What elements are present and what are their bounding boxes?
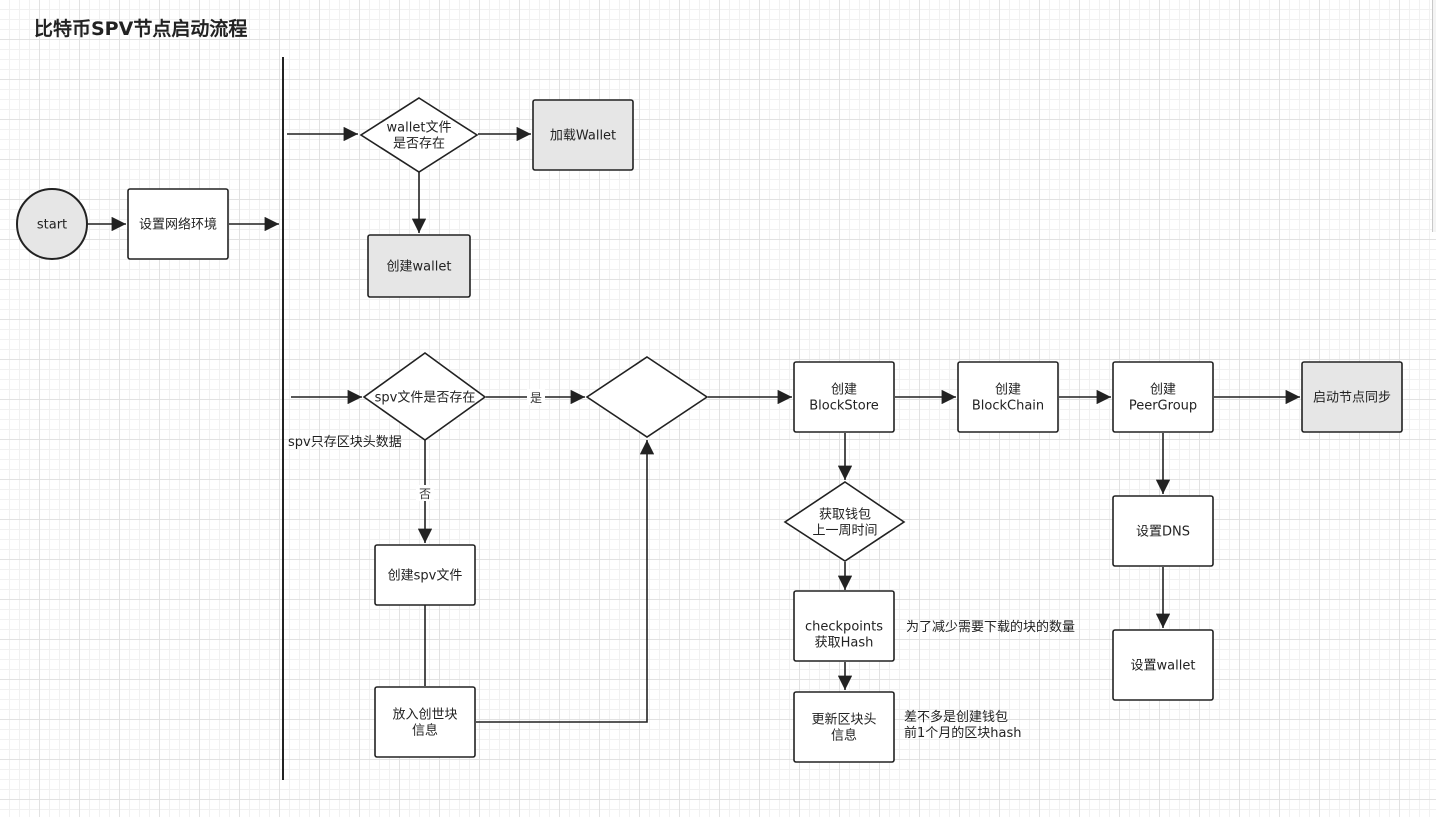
node-label-set-network: 设置网络环境 bbox=[139, 217, 217, 233]
node-label-line: 创建spv文件 bbox=[388, 569, 463, 584]
node-create-blockchain[interactable] bbox=[957, 361, 1059, 433]
node-label-line: 是否存在 bbox=[393, 137, 445, 152]
page-title: 比特币SPV节点启动流程 bbox=[34, 18, 248, 40]
edge-label-bg bbox=[527, 389, 545, 405]
node-label-line: 加载Wallet bbox=[550, 129, 616, 144]
node-label-line: 更新区块头 bbox=[811, 712, 876, 728]
node-label-line: 设置网络环境 bbox=[139, 217, 217, 233]
node-start[interactable] bbox=[16, 188, 88, 260]
node-label-line: 上一周时间 bbox=[812, 524, 877, 539]
node-spv-exists[interactable] bbox=[362, 352, 487, 441]
node-label-set-dns: 设置DNS bbox=[1136, 525, 1190, 540]
node-label-line: 获取钱包 bbox=[819, 508, 871, 523]
edge-genesis-to-decision bbox=[476, 440, 655, 723]
node-empty-decision[interactable] bbox=[585, 356, 709, 438]
node-wallet-exists[interactable] bbox=[359, 97, 479, 173]
node-label-line: wallet文件 bbox=[387, 121, 452, 136]
node-label-line: start bbox=[37, 218, 67, 233]
node-label-spv-exists: spv文件是否存在 bbox=[375, 391, 476, 406]
edge-label-yes: 是 bbox=[530, 391, 542, 405]
node-label-line: checkpoints bbox=[805, 620, 883, 635]
note-line: 为了减少需要下载的块的数量 bbox=[906, 619, 1075, 635]
node-label-start-sync: 启动节点同步 bbox=[1313, 391, 1391, 406]
node-label-line: 创建 bbox=[1150, 383, 1176, 398]
node-genesis[interactable] bbox=[374, 686, 476, 758]
scrollbar[interactable] bbox=[1432, 0, 1436, 232]
node-get-wallet-time[interactable] bbox=[783, 481, 906, 562]
node-label-load-wallet: 加载Wallet bbox=[550, 129, 616, 144]
node-create-spv[interactable] bbox=[374, 544, 476, 606]
note-update-note: 差不多是创建钱包前1个月的区块hash bbox=[904, 709, 1022, 741]
node-label-genesis: 放入创世块信息 bbox=[392, 708, 457, 739]
node-create-wallet[interactable] bbox=[367, 234, 471, 298]
note-line: spv只存区块头数据 bbox=[288, 435, 402, 450]
node-label-line: 创建 bbox=[831, 383, 857, 398]
node-label-wallet-exists: wallet文件是否存在 bbox=[387, 121, 452, 152]
node-label-line: BlockChain bbox=[972, 399, 1044, 414]
note-checkpoint-note: 为了减少需要下载的块的数量 bbox=[906, 619, 1075, 635]
node-label-line: 创建wallet bbox=[387, 260, 452, 275]
edge-label-no: 否 bbox=[419, 487, 431, 501]
node-label-line: 放入创世块 bbox=[392, 708, 457, 723]
node-label-start: start bbox=[37, 218, 67, 233]
node-checkpoints[interactable] bbox=[793, 590, 895, 662]
node-update-header[interactable] bbox=[793, 691, 895, 763]
edge-label-bg bbox=[416, 485, 434, 501]
node-label-update-header: 更新区块头信息 bbox=[811, 712, 876, 744]
node-label-line: 获取Hash bbox=[815, 636, 874, 651]
node-label-line: 信息 bbox=[831, 728, 857, 744]
node-label-get-wallet-time: 获取钱包上一周时间 bbox=[812, 508, 877, 539]
note-line: 差不多是创建钱包 bbox=[904, 709, 1008, 725]
node-label-create-spv: 创建spv文件 bbox=[388, 569, 463, 584]
node-label-line: 设置DNS bbox=[1136, 525, 1190, 540]
node-create-blockstore[interactable] bbox=[793, 361, 895, 433]
node-label-line: 创建 bbox=[995, 383, 1021, 398]
node-label-line: 信息 bbox=[412, 723, 438, 739]
node-start-sync[interactable] bbox=[1301, 361, 1403, 433]
note-line: 前1个月的区块hash bbox=[904, 725, 1022, 741]
note-spv-note: spv只存区块头数据 bbox=[288, 435, 402, 450]
node-label-line: 设置wallet bbox=[1131, 659, 1196, 674]
node-create-peergroup[interactable] bbox=[1112, 361, 1214, 433]
node-label-line: spv文件是否存在 bbox=[375, 391, 476, 406]
node-label-line: BlockStore bbox=[809, 399, 879, 414]
node-label-line: 启动节点同步 bbox=[1313, 391, 1391, 406]
node-set-network[interactable] bbox=[127, 188, 229, 260]
node-set-dns[interactable] bbox=[1112, 495, 1214, 567]
node-load-wallet[interactable] bbox=[532, 99, 634, 171]
node-set-wallet[interactable] bbox=[1112, 629, 1214, 701]
node-label-set-wallet: 设置wallet bbox=[1131, 659, 1196, 674]
node-label-line: PeerGroup bbox=[1129, 399, 1197, 414]
node-label-create-wallet: 创建wallet bbox=[387, 260, 452, 275]
